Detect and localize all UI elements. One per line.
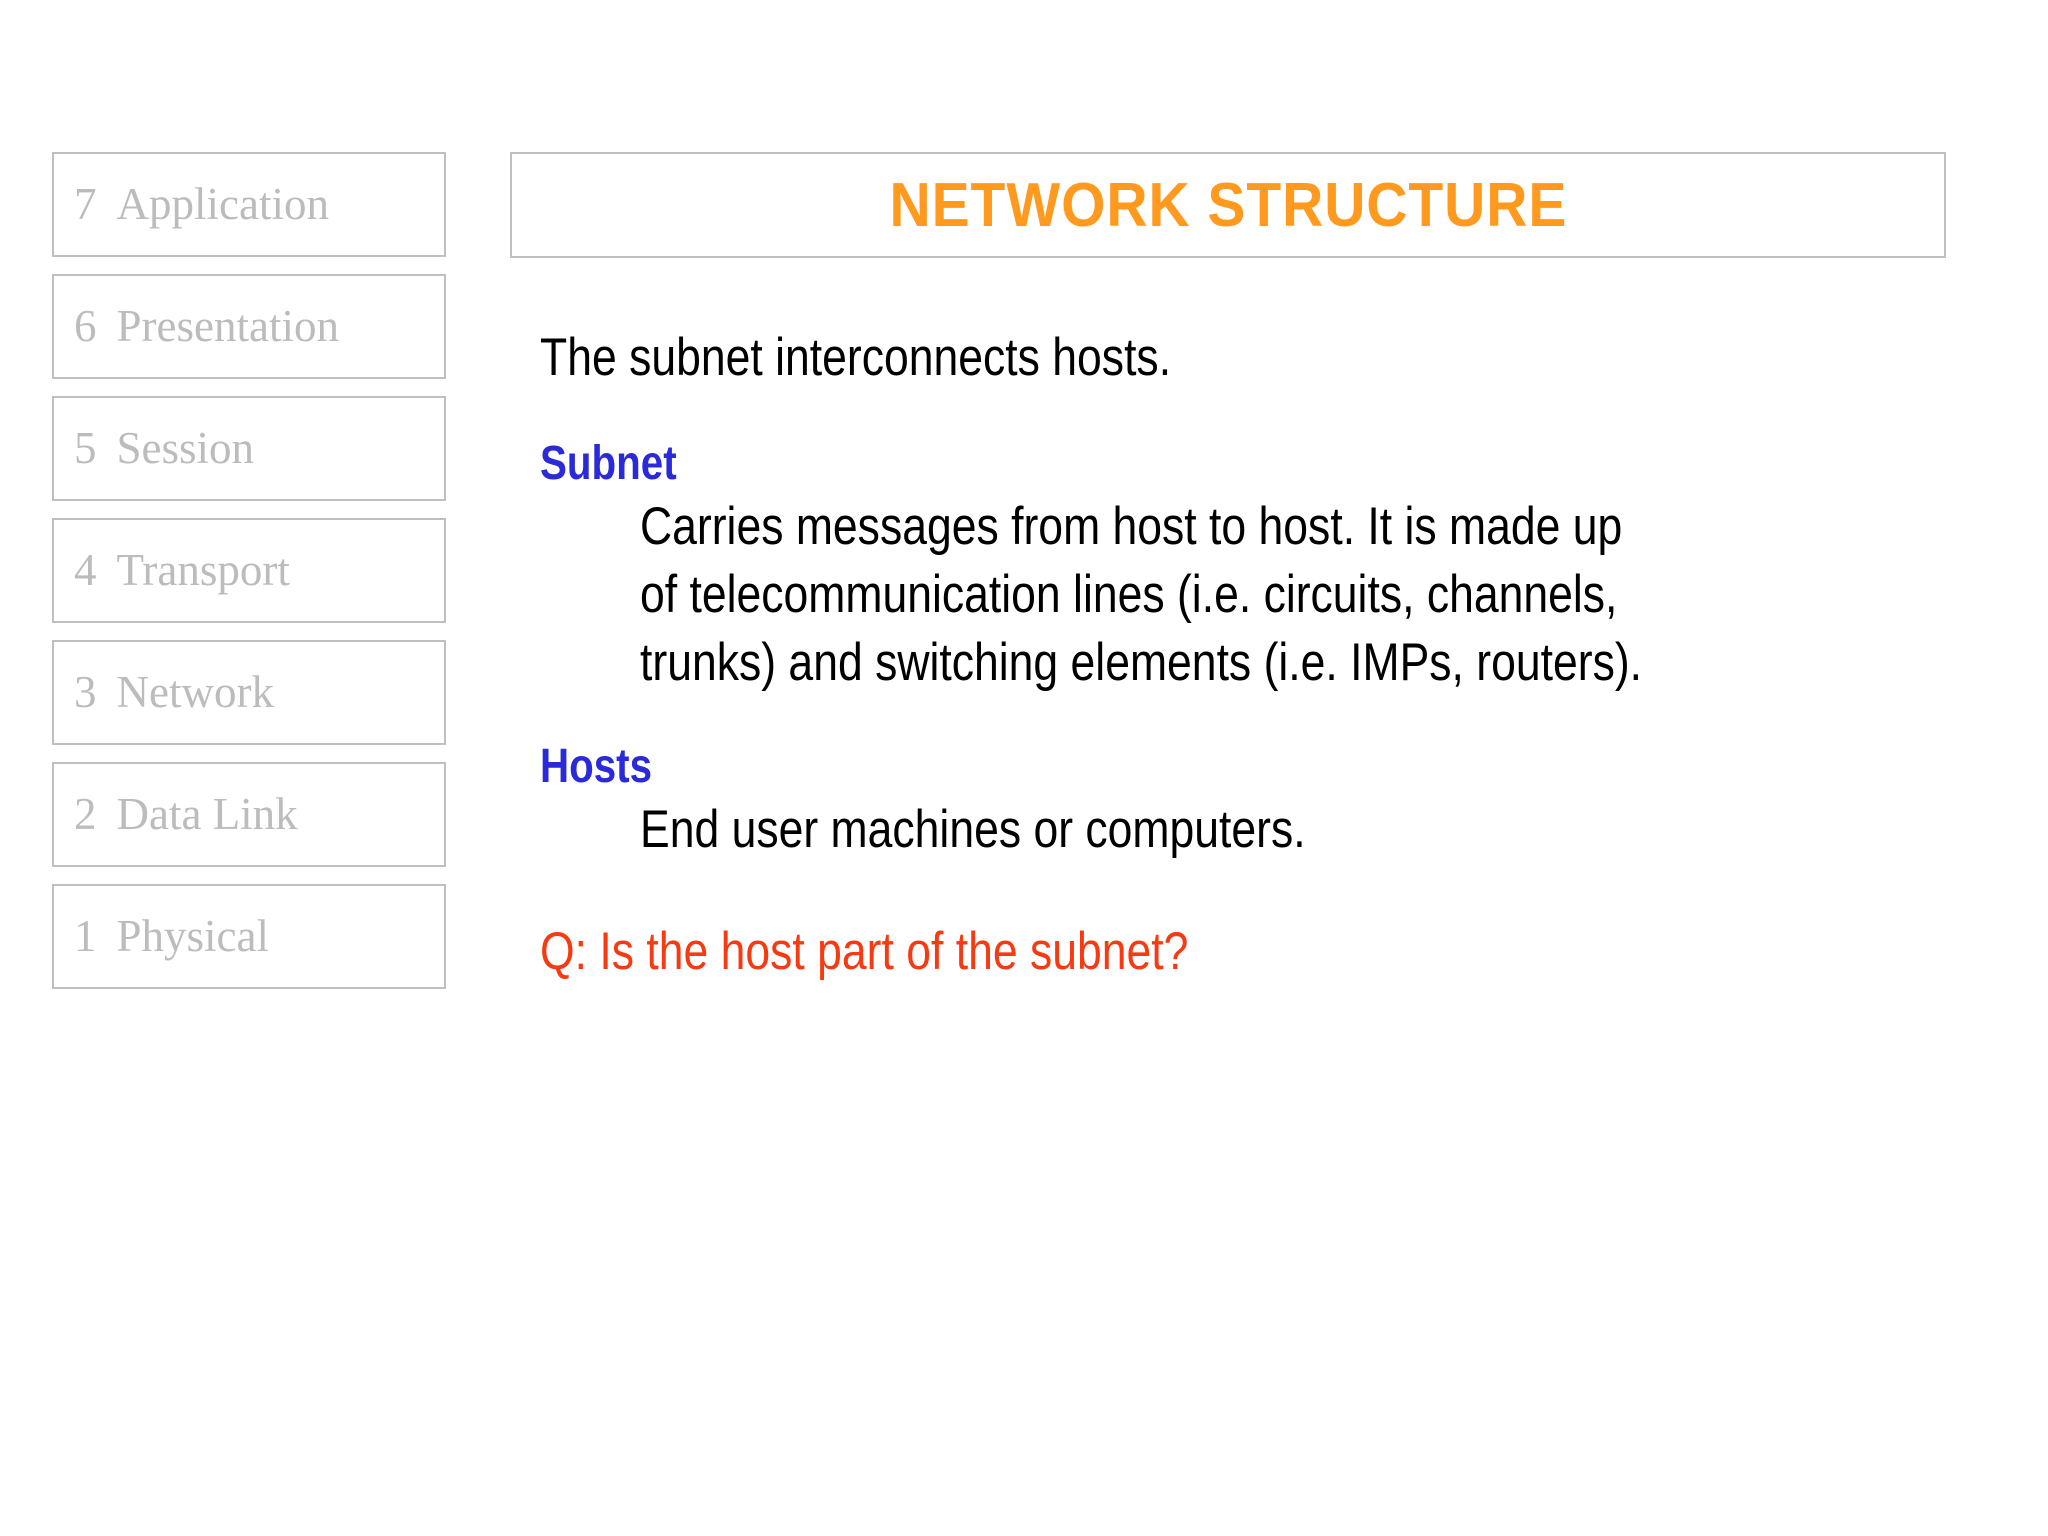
osi-layer-5-session[interactable]: 5 Session <box>52 396 446 501</box>
osi-layer-number: 6 <box>74 301 97 351</box>
section-body-hosts: End user machines or computers. <box>540 803 2000 856</box>
osi-layer-number: 2 <box>74 789 97 839</box>
body-line: End user machines or computers. <box>640 799 1306 859</box>
section-heading-subnet: Subnet <box>540 437 677 491</box>
section-body-subnet: Carries messages from host to host. It i… <box>540 500 2000 689</box>
section-subnet: Subnet Carries messages from host to hos… <box>540 438 2000 689</box>
osi-layer-label: Transport <box>116 545 290 595</box>
page-title: NETWORK STRUCTURE <box>889 170 1567 240</box>
osi-layer-label: Network <box>116 667 274 717</box>
section-heading-hosts: Hosts <box>540 740 653 793</box>
body-line: Carries messages from host to host. It i… <box>640 497 1623 556</box>
osi-layer-label: Presentation <box>116 301 339 351</box>
osi-layer-number: 4 <box>74 545 97 595</box>
body-line: trunks) and switching elements (i.e. IMP… <box>640 633 1643 692</box>
osi-layer-4-transport[interactable]: 4 Transport <box>52 518 446 623</box>
osi-layer-6-presentation[interactable]: 6 Presentation <box>52 274 446 379</box>
slide-content: The subnet interconnects hosts. Subnet C… <box>540 328 2000 981</box>
osi-layer-7-application[interactable]: 7 Application <box>52 152 446 257</box>
osi-layer-number: 5 <box>74 423 97 473</box>
lead-statement: The subnet interconnects hosts. <box>540 328 1172 387</box>
question-prompt: Q: Is the host part of the subnet? <box>540 921 1189 981</box>
osi-layer-2-data-link[interactable]: 2 Data Link <box>52 762 446 867</box>
osi-layer-number: 7 <box>74 179 97 229</box>
section-hosts: Hosts End user machines or computers. <box>540 741 2000 856</box>
osi-layer-label: Application <box>116 179 329 229</box>
osi-layer-number: 3 <box>74 667 97 717</box>
osi-layer-1-physical[interactable]: 1 Physical <box>52 884 446 989</box>
body-line: of telecommunication lines (i.e. circuit… <box>640 565 1618 624</box>
osi-layer-label: Data Link <box>116 789 298 839</box>
slide-title-box: NETWORK STRUCTURE <box>510 152 1946 258</box>
osi-layer-label: Session <box>116 423 255 473</box>
osi-layer-stack: 7 Application 6 Presentation 5 Session 4… <box>52 152 446 1006</box>
osi-layer-3-network[interactable]: 3 Network <box>52 640 446 745</box>
osi-layer-label: Physical <box>116 911 270 961</box>
osi-layer-number: 1 <box>74 911 97 961</box>
